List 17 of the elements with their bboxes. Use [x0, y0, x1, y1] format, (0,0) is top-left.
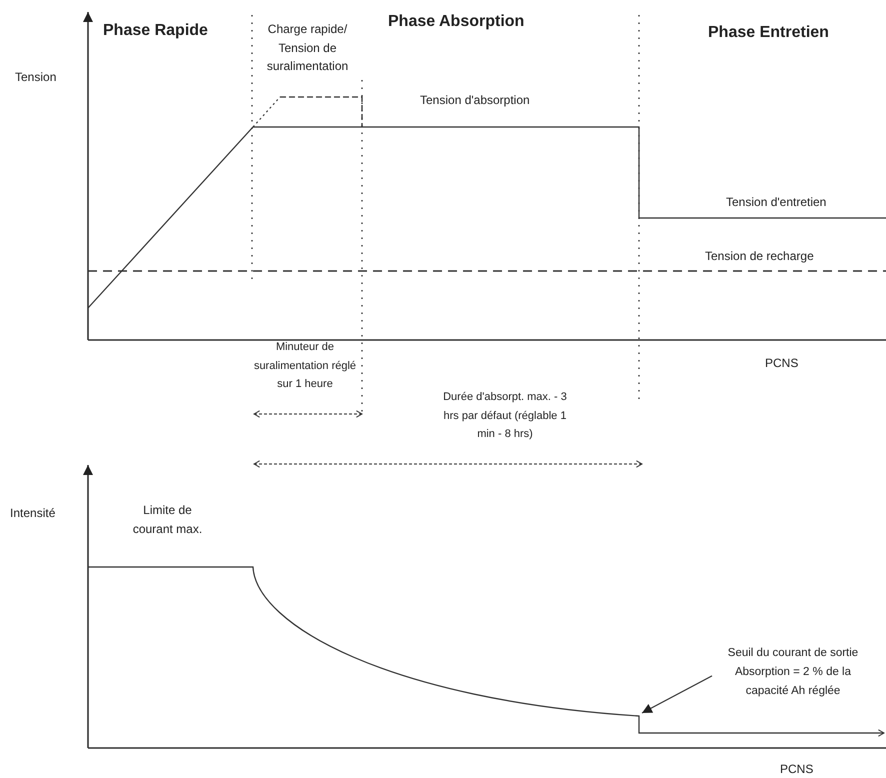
chart-label: PCNS	[765, 355, 800, 372]
phase-heading: Phase Entretien	[708, 24, 830, 42]
chart-label: Tension d'absorption	[420, 92, 531, 109]
chart-label: Tension d'entretien	[726, 194, 828, 211]
chart-label: PCNS	[780, 761, 814, 778]
phase-heading: Phase Absorption	[388, 13, 526, 32]
chart-label: Tension	[15, 69, 58, 86]
leader-arrow	[642, 675, 712, 714]
chart-label: Charge rapide/ Tension de suralimentation	[266, 21, 350, 75]
chart-label: Durée d'absorpt. max. - 3 hrs par défaut (réglable 1 min - 8 hrs)	[442, 390, 568, 442]
annotation-text: Seuil du courant de sortie Absorption = 2 % de la capacité Ah réglée	[712, 644, 874, 702]
chart-label: Intensité	[10, 505, 56, 522]
phase-heading: Phase Rapide	[103, 22, 209, 40]
current-curve	[88, 566, 884, 737]
chart-label: Tension de recharge	[705, 248, 815, 265]
chart-label: Limite de courant max.	[132, 502, 204, 538]
chart-label: Minuteur de suralimentation réglé sur 1 heure	[252, 340, 358, 392]
